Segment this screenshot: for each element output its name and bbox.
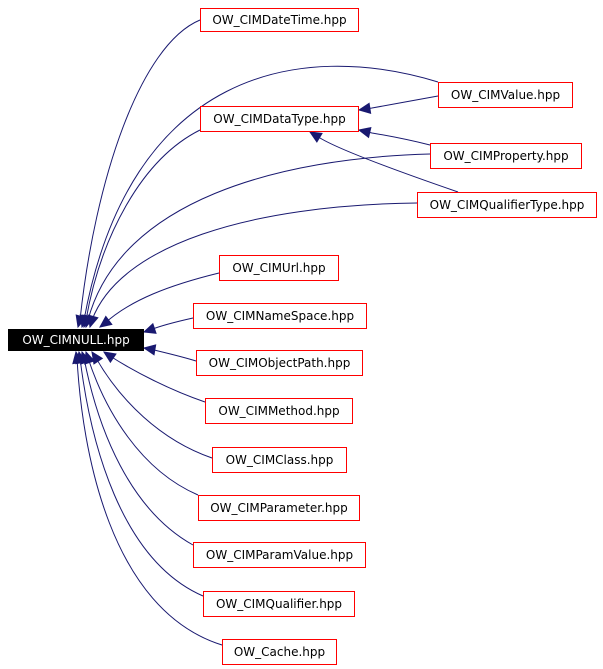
node-cim-property[interactable]: OW_CIMProperty.hpp (430, 143, 582, 169)
node-cim-url[interactable]: OW_CIMUrl.hpp (219, 255, 339, 281)
edge-cim-url-to-root-arrowhead (99, 315, 113, 328)
node-cim-qualifier[interactable]: OW_CIMQualifier.hpp (203, 591, 355, 617)
edge-cim-class-to-root-arrowhead (91, 350, 104, 365)
node-cim-class[interactable]: OW_CIMClass.hpp (212, 447, 347, 473)
edge-cim-qualifier-to-root (78, 351, 204, 597)
node-cim-objectpath[interactable]: OW_CIMObjectPath.hpp (196, 350, 363, 376)
node-cache[interactable]: OW_Cache.hpp (222, 639, 337, 665)
edge-cim-value-to-datatype (358, 95, 439, 111)
edge-cim-value-to-datatype-arrowhead (357, 102, 372, 114)
edge-cim-class-to-root (91, 351, 213, 459)
edge-cim-method-to-root-arrowhead (102, 351, 117, 364)
edge-cim-parameter-to-root (85, 351, 199, 496)
edge-cim-paramvalue-to-root (81, 351, 194, 546)
edge-cim-value-to-root (81, 65, 439, 328)
node-cim-datetime[interactable]: OW_CIMDateTime.hpp (200, 8, 359, 32)
edge-cim-property-to-datatype-arrowhead (357, 126, 372, 139)
node-cim-paramvalue[interactable]: OW_CIMParamValue.hpp (193, 542, 366, 568)
edge-cim-namespace-to-root-arrowhead (142, 322, 157, 334)
edge-cache-to-root (75, 351, 223, 646)
node-cim-namespace[interactable]: OW_CIMNameSpace.hpp (193, 303, 367, 329)
edge-cim-objectpath-to-root-arrowhead (142, 344, 157, 356)
edge-cim-datetime-to-root (77, 19, 201, 328)
node-cim-datatype[interactable]: OW_CIMDataType.hpp (200, 106, 359, 132)
node-cim-qualifiertype[interactable]: OW_CIMQualifierType.hpp (417, 192, 597, 218)
edge-cim-datatype-to-root (83, 129, 201, 328)
edge-cim-qualifiertype-to-datatype (309, 131, 459, 193)
node-cim-value[interactable]: OW_CIMValue.hpp (438, 82, 573, 108)
edge-cache-to-root-arrowhead (72, 350, 84, 365)
edge-cim-property-to-datatype (358, 129, 431, 146)
root-node: OW_CIMNULL.hpp (8, 329, 144, 351)
node-cim-method[interactable]: OW_CIMMethod.hpp (205, 398, 353, 424)
edge-cim-qualifiertype-to-root (89, 202, 418, 328)
edge-cim-qualifiertype-to-datatype-arrowhead (308, 131, 323, 143)
edge-cim-qualifiertype-to-root-arrowhead (87, 314, 99, 329)
node-cim-parameter[interactable]: OW_CIMParameter.hpp (198, 495, 360, 521)
